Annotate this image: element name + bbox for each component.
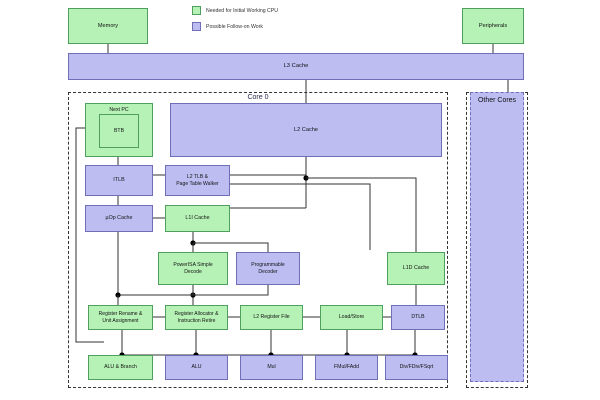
legend: Needed for Initial Working CPU Possible … (192, 6, 278, 38)
block-l2-register-file-label: L2 Register File (253, 314, 290, 321)
block-btb-label: BTB (113, 127, 125, 134)
block-memory[interactable]: Memory (68, 8, 148, 44)
block-simple-decode-label-line2: Decode (184, 268, 202, 275)
block-l2-tlb-label-line2: Page Table Walker (176, 180, 219, 187)
block-register-rename-label-line1: Register Rename & (98, 311, 143, 318)
block-fmul-fadd-label: FMul/FAdd (333, 364, 360, 371)
block-uop-cache-label: µOp Cache (105, 215, 133, 222)
block-dtlb-label: DTLB (411, 314, 425, 321)
legend-swatch-green-icon (192, 6, 201, 15)
block-prog-decoder-label-line1: Programmable (251, 262, 285, 269)
block-prog-decoder-label-line2: Decoder (258, 268, 278, 275)
block-l1d-cache-label: L1D Cache (402, 265, 430, 272)
block-l2-cache[interactable]: L2 Cache (170, 103, 442, 157)
block-l1i-cache[interactable]: L1I Cache (165, 205, 230, 232)
block-peripherals[interactable]: Peripherals (462, 8, 524, 44)
block-register-allocator[interactable]: Register Allocator & Instruction Retire (165, 305, 228, 330)
block-div-fdiv-fsqrt[interactable]: Div/FDiv/FSqrt (385, 355, 448, 380)
block-programmable-decoder[interactable]: Programmable Decoder (236, 252, 300, 285)
block-alu-branch-label: ALU & Branch (104, 364, 137, 371)
block-l2-register-file[interactable]: L2 Register File (240, 305, 303, 330)
legend-swatch-purple-icon (192, 22, 201, 31)
block-powerisa-simple-decode[interactable]: PowerISA Simple Decode (158, 252, 228, 285)
block-l3-cache[interactable]: L3 Cache (68, 53, 524, 80)
block-mul-label: Mul (267, 364, 276, 371)
core-region-title: Core 0 (247, 94, 269, 101)
block-itlb-label: ITLB (113, 177, 125, 184)
core-region (68, 92, 448, 388)
block-register-allocator-label-line2: Instruction Retire (177, 317, 216, 324)
block-alu[interactable]: ALU (165, 355, 228, 380)
block-mul[interactable]: Mul (240, 355, 303, 380)
legend-label-purple: Possible Follow-on Work (206, 23, 263, 30)
block-memory-label: Memory (97, 22, 119, 29)
legend-label-green: Needed for Initial Working CPU (206, 7, 278, 14)
block-fmul-fadd[interactable]: FMul/FAdd (315, 355, 378, 380)
legend-item-green: Needed for Initial Working CPU (192, 6, 278, 15)
block-register-rename[interactable]: Register Rename & Unit Assignment (88, 305, 153, 330)
block-l2-tlb-page-table-walker[interactable]: L2 TLB & Page Table Walker (165, 165, 230, 196)
block-itlb[interactable]: ITLB (85, 165, 153, 196)
block-load-store[interactable]: Load/Store (320, 305, 383, 330)
block-l3-cache-label: L3 Cache (283, 62, 309, 69)
block-register-rename-label-line2: Unit Assignment (102, 317, 139, 324)
block-btb[interactable]: BTB (99, 114, 139, 148)
block-l2-tlb-label-line1: L2 TLB & (186, 174, 209, 181)
block-l1d-cache[interactable]: L1D Cache (387, 252, 445, 285)
block-simple-decode-label-line1: PowerISA Simple (173, 262, 213, 269)
block-div-fdiv-fsqrt-label: Div/FDiv/FSqrt (399, 364, 434, 371)
block-next-pc-label: Next PC (109, 107, 129, 113)
block-alu-label: ALU (191, 364, 202, 371)
block-dtlb[interactable]: DTLB (391, 305, 445, 330)
legend-item-purple: Possible Follow-on Work (192, 22, 278, 31)
other-cores-box[interactable]: Other Cores (470, 92, 524, 382)
other-cores-label: Other Cores (477, 97, 517, 104)
block-register-allocator-label-line1: Register Allocator & (174, 311, 219, 318)
block-peripherals-label: Peripherals (478, 22, 508, 29)
block-uop-cache[interactable]: µOp Cache (85, 205, 153, 232)
block-alu-branch[interactable]: ALU & Branch (88, 355, 153, 380)
block-l2-cache-label: L2 Cache (294, 126, 318, 133)
block-l1i-cache-label: L1I Cache (185, 215, 210, 222)
block-load-store-label: Load/Store (338, 314, 365, 321)
